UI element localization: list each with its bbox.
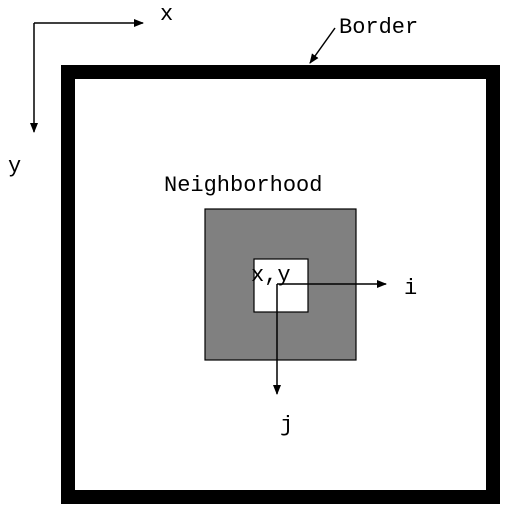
neighborhood-label: Neighborhood [164,173,322,198]
border-pointer-arrow [309,27,336,64]
i-axis-label: i [404,276,417,301]
center-pixel [253,258,309,313]
neighborhood-group: Neighborhood x,y [164,173,357,361]
y-axis-label: y [8,154,21,179]
global-axes: x y [8,2,173,179]
border-callout: Border [309,15,418,64]
border-label: Border [339,15,418,40]
j-axis-label: j [280,413,293,438]
x-axis-label: x [160,2,173,27]
local-axes: i j [273,276,417,438]
